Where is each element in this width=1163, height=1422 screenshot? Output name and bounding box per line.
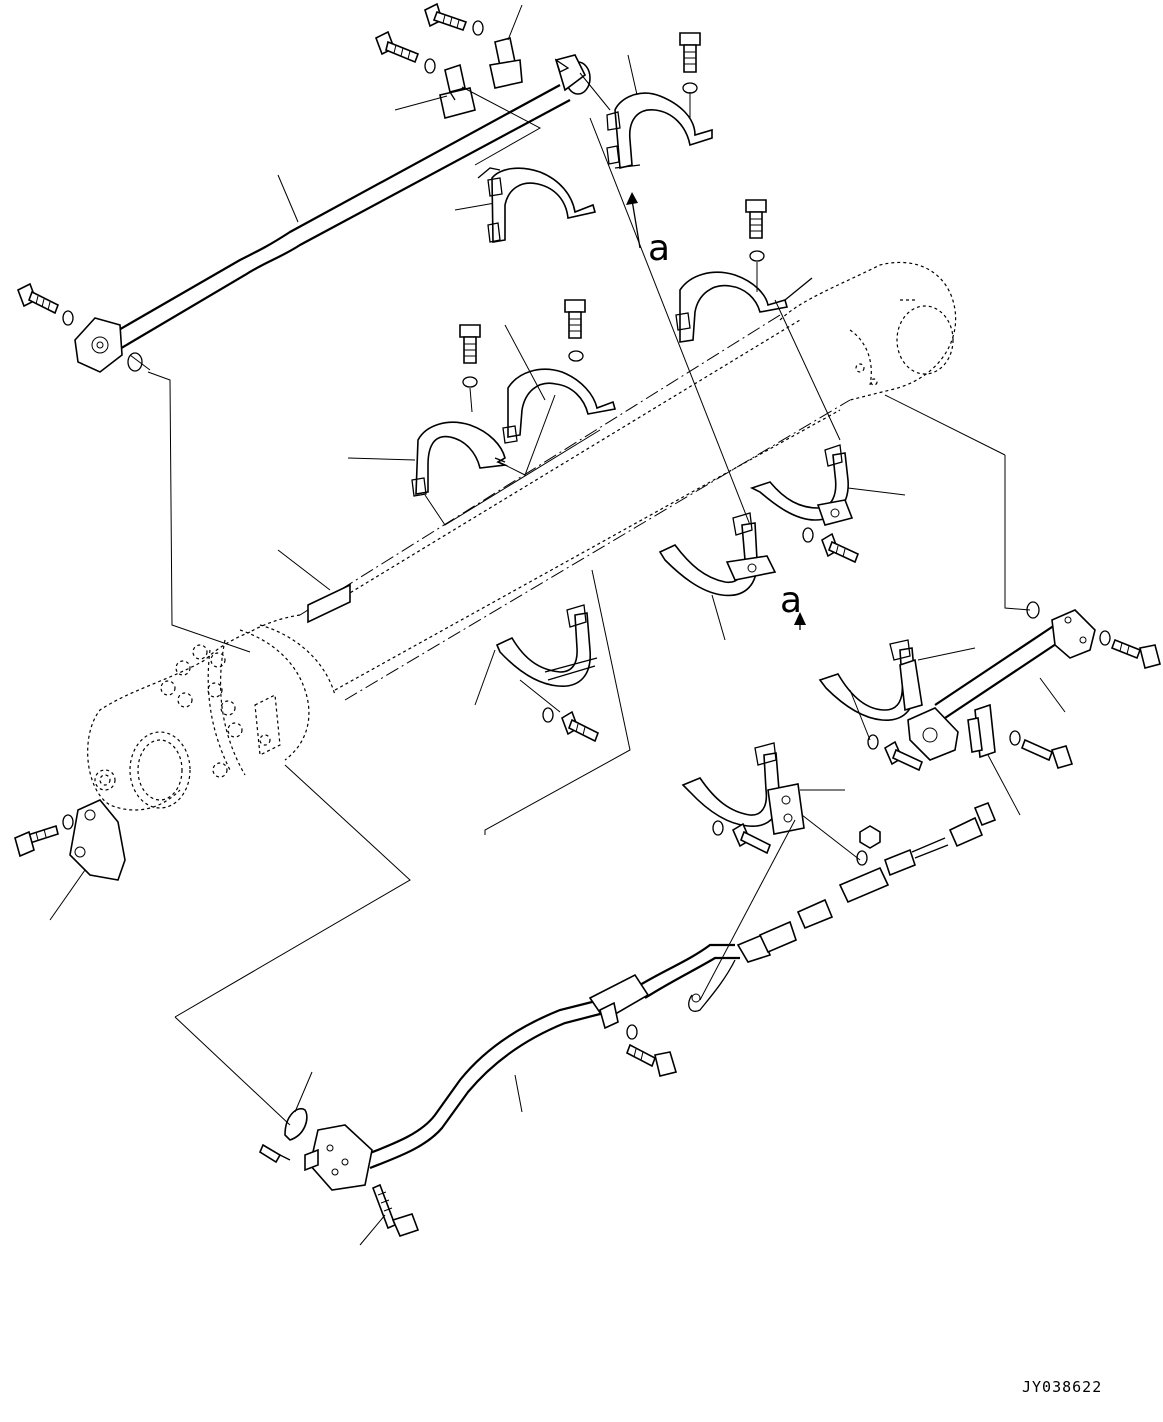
o-ring-sensor (284, 1108, 308, 1141)
callout-a-lower: a (780, 580, 802, 621)
cable-clamp-bolt (626, 1024, 678, 1077)
clamp-bolts-top (374, 2, 484, 74)
sensor-bolt (371, 1183, 420, 1237)
band-clamp-2 (477, 167, 597, 243)
stroke-sensor (304, 1124, 373, 1191)
upper-hydraulic-pipe (74, 54, 591, 373)
cover-bolt (14, 814, 74, 858)
band-bolt-10 (731, 822, 772, 855)
band-clamp-3 (675, 271, 813, 343)
band-clamp-7 (658, 512, 777, 597)
band-clamp-4 (502, 368, 617, 444)
band-clamp-6 (749, 444, 854, 526)
pipe-clamp-upper-b (489, 37, 523, 89)
band-bolt-6 (821, 532, 860, 564)
flange-bolt-left (16, 282, 74, 326)
band-bolt-4 (564, 299, 586, 362)
band-clamp-9 (818, 639, 923, 721)
view-arrow-a-upper: a (626, 192, 670, 269)
head-bolts (160, 644, 243, 778)
cable-hex-nut (859, 825, 881, 849)
sensor-cable (364, 801, 997, 1170)
band-bolt-9 (883, 740, 924, 772)
pipe-clamp-upper-a (439, 63, 476, 119)
hydraulic-cylinder (87, 261, 957, 811)
drawing-id: JY038622 (1022, 1378, 1102, 1396)
lower-hydraulic-pipe (907, 609, 1096, 761)
band-bolt-8 (561, 710, 600, 743)
sensor-pin (258, 1143, 291, 1164)
clamp-bolt-right (1009, 730, 1074, 769)
band-bolt-5 (459, 324, 481, 388)
band-clamp-1 (606, 92, 713, 170)
band-bolt-3 (745, 199, 767, 262)
band-bolt-1 (679, 32, 701, 94)
band-clamp-8 (495, 604, 598, 687)
cover-plate (69, 799, 126, 881)
flange-bolt-right (1099, 630, 1161, 669)
band-clamp-10 (681, 742, 805, 835)
pipe-clamp-right (967, 703, 996, 759)
o-ring-left (127, 352, 143, 372)
band-clamp-5 (411, 421, 509, 497)
callout-a-upper: a (648, 228, 670, 269)
view-arrow-a-lower: a (780, 580, 806, 630)
nameplate (307, 583, 351, 624)
